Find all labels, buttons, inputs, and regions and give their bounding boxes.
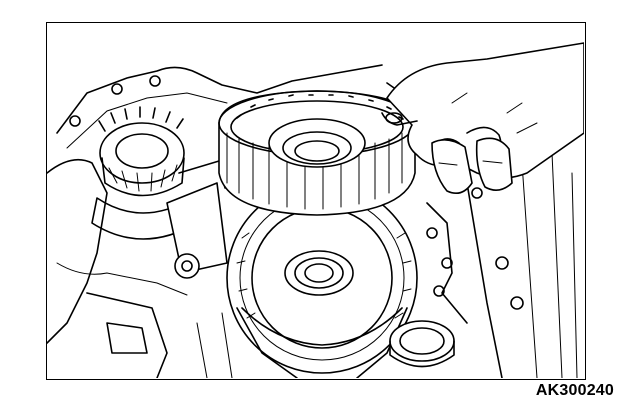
oil-seal: [389, 320, 455, 368]
case-outline-top: [56, 64, 383, 134]
illustration-frame: [46, 22, 586, 380]
hand-left: [431, 137, 513, 194]
clutch-drum: [218, 90, 416, 216]
figure-code: AK300240: [535, 382, 614, 399]
differential-gear: [91, 106, 198, 240]
transmission-illustration: [47, 42, 584, 378]
case-outline-left: [47, 158, 108, 344]
